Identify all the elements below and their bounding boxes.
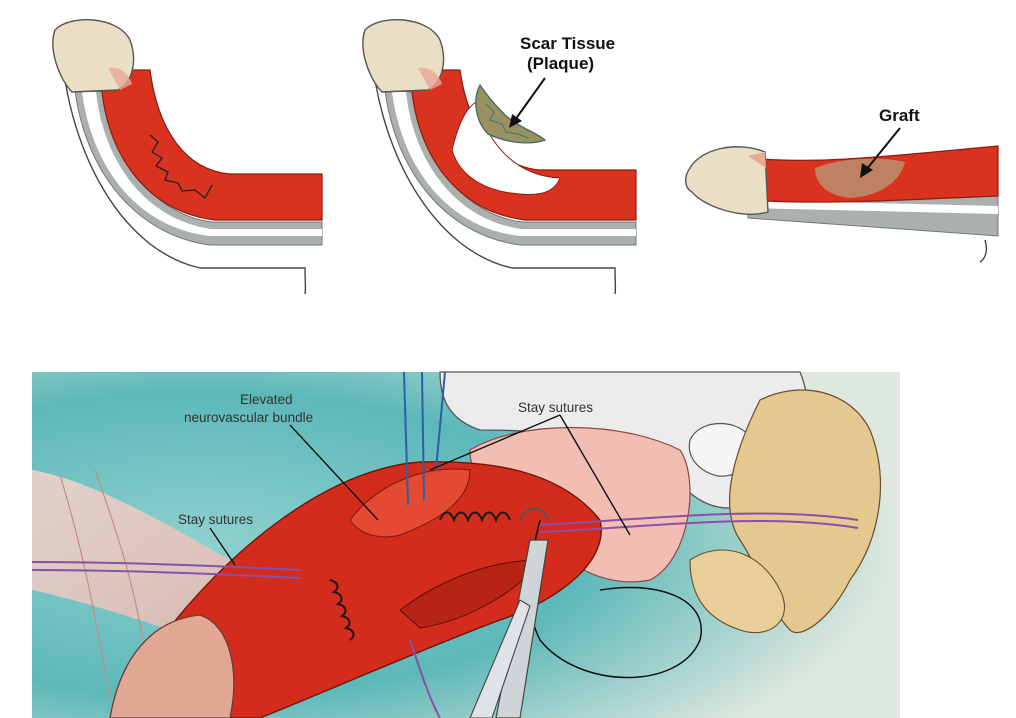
glans: [685, 146, 769, 215]
outer-skin-outline: [61, 54, 307, 295]
scar-tissue-arrowhead: [509, 114, 522, 128]
glans-highlight: [108, 67, 132, 90]
graft-patch: [815, 158, 905, 198]
excision-defect: [451, 101, 561, 195]
neurovascular-bundle: [349, 468, 471, 538]
leader-stay-sutures-upper-b: [559, 414, 631, 536]
stay-suture-left-b: [31, 569, 301, 579]
panel-plaque-excised: Scar Tissue (Plaque): [362, 18, 637, 295]
white-band: [748, 200, 998, 214]
suture-stitches-lower: [329, 579, 355, 641]
glans-foreground: [109, 614, 235, 718]
plaque-outline: [149, 134, 213, 199]
needle-holder-jaw: [469, 599, 531, 718]
scar-tissue-arrow-line: [514, 77, 546, 121]
glans-highlight: [748, 152, 766, 168]
stay-suture-right-b: [539, 520, 859, 533]
blue-suture-left: [403, 371, 409, 506]
stay-suture-left: [31, 561, 301, 571]
label-stay-sutures-left: Stay sutures: [178, 512, 253, 527]
label-graft: Graft: [879, 106, 920, 125]
surgical-illustration: Elevated neurovascular bundle Stay sutur…: [31, 371, 900, 718]
graft-arrowhead: [860, 163, 873, 178]
skin-flap-left: [32, 470, 230, 640]
label-stay-sutures-upper: Stay sutures: [518, 400, 593, 415]
suture-stitches-upper: [439, 511, 511, 523]
stay-suture-lower: [409, 639, 441, 718]
leader-stay-sutures-left: [209, 527, 236, 566]
label-neurovascular-bundle: neurovascular bundle: [184, 410, 313, 425]
surgical-needle: [519, 507, 549, 521]
adipose-tissue-lower: [689, 549, 786, 634]
leader-elevated-bundle: [289, 424, 379, 521]
white-band: [392, 92, 636, 236]
leader-stay-sutures-upper-a: [429, 414, 561, 471]
panel-grafted: Graft: [685, 106, 999, 263]
label-plaque: (Plaque): [527, 54, 594, 73]
blue-suture-right: [421, 371, 425, 501]
stay-suture-right: [539, 512, 859, 526]
red-shaft: [101, 69, 323, 221]
outer-skin-outline: [371, 54, 617, 295]
glans-highlight: [418, 67, 442, 90]
label-scar-tissue: Scar Tissue: [520, 34, 615, 53]
excised-plaque: [475, 83, 547, 144]
plaque-texture: [485, 103, 529, 139]
blue-suture-diag: [435, 371, 446, 471]
white-band: [82, 92, 322, 236]
graft-arrow-line: [865, 127, 901, 171]
corpora-shaft: [109, 461, 602, 718]
label-elevated: Elevated: [240, 392, 293, 407]
panel-curved-with-plaque: [52, 18, 323, 295]
